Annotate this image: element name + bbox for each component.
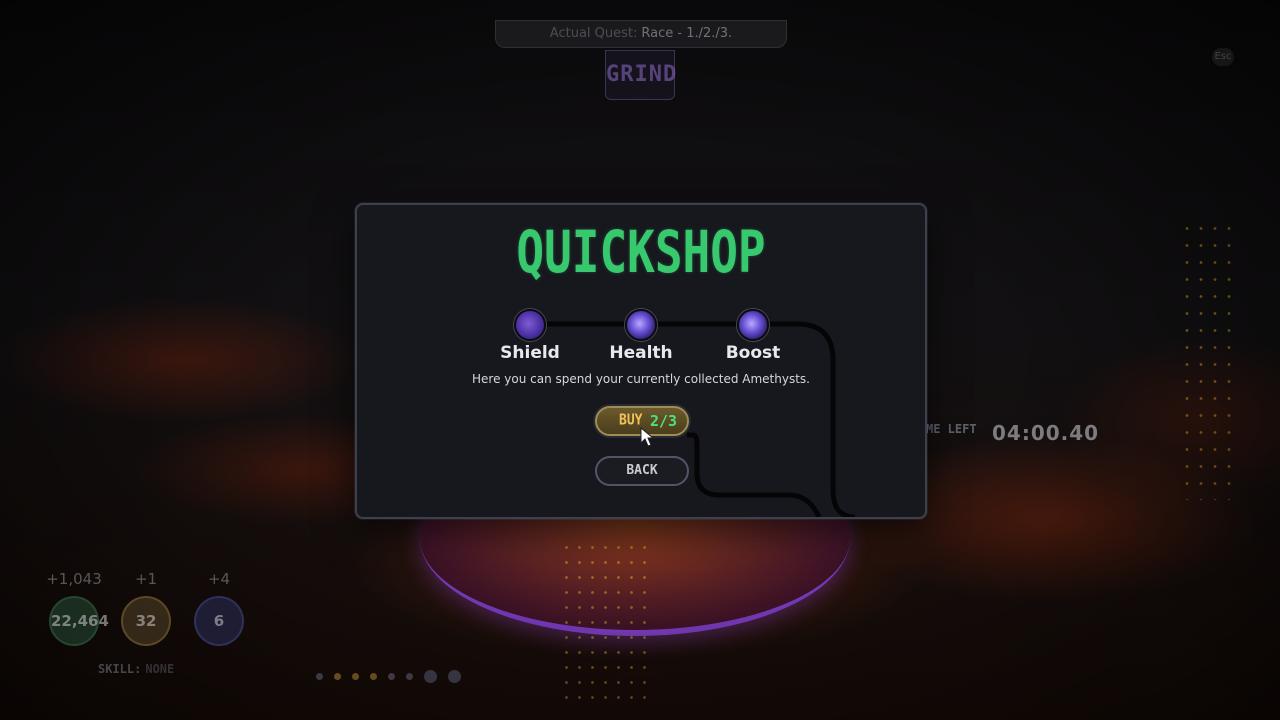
buy-label: BUY: [619, 411, 643, 430]
resource-amethyst: +4 6: [184, 570, 254, 646]
quickshop-title: QUICKSHOP: [516, 218, 766, 286]
amethyst-shield-icon[interactable]: [514, 309, 546, 341]
quest-label: Actual Quest:: [549, 26, 638, 41]
progress-dot: [370, 673, 377, 680]
actual-quest-banner: Actual Quest:Race - 1./2./3.: [495, 20, 787, 48]
esc-hint: Esc: [1212, 48, 1234, 66]
resource-points: +1,043 22,464: [39, 570, 109, 646]
progress-dot: [388, 673, 395, 680]
progress-dot: [406, 673, 413, 680]
progress-dot: [424, 670, 437, 683]
progress-dot: [352, 673, 359, 680]
node-label-shield[interactable]: Shield: [500, 343, 560, 363]
progress-dot: [316, 673, 323, 680]
resource-value: 32: [121, 596, 171, 646]
amethyst-orb-icon[interactable]: [737, 309, 769, 341]
progress-dots: [316, 670, 461, 683]
resource-value: 22,464: [49, 596, 109, 646]
mode-badge: GRIND: [605, 50, 676, 100]
resource-gain: +4: [207, 570, 231, 588]
resource-value: 6: [194, 596, 244, 646]
quest-value: Race - 1./2./3.: [641, 26, 733, 41]
quickshop-dialog: QUICKSHOP Shield Health Boost Here you c…: [355, 203, 927, 519]
amethyst-orb-icon[interactable]: [625, 309, 657, 341]
node-label-health[interactable]: Health: [609, 343, 673, 363]
skill-indicator: SKILL:NONE: [98, 662, 174, 676]
node-label-boost[interactable]: Boost: [725, 343, 781, 363]
time-left-label: ME LEFT: [926, 422, 977, 436]
time-left-value: 04:00.40: [992, 421, 1100, 445]
skill-value: NONE: [145, 662, 175, 676]
progress-dot: [448, 670, 461, 683]
resource-gain: +1,043: [46, 570, 102, 588]
back-button[interactable]: BACK: [595, 456, 689, 486]
skill-label: SKILL:: [98, 662, 142, 676]
mouse-cursor-icon: [640, 427, 654, 447]
resource-gold: +1 32: [111, 570, 181, 646]
upgrade-tree-lines: [529, 321, 856, 517]
resource-gain: +1: [134, 570, 158, 588]
info-text: Here you can spend your currently collec…: [472, 372, 810, 386]
buy-count: 2/3: [650, 412, 678, 430]
progress-dot: [334, 673, 341, 680]
